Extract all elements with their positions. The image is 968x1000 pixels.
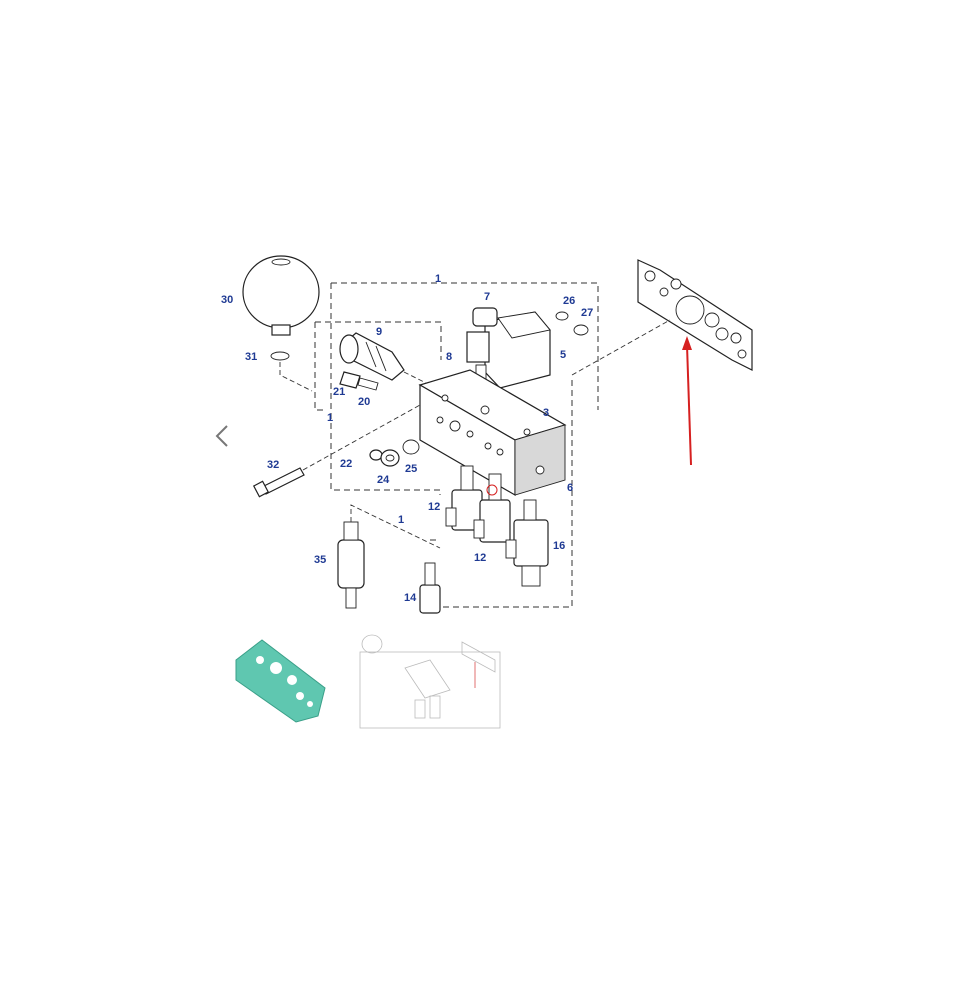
cartridge-valve-9 [339, 332, 431, 391]
callout-7: 7 [484, 291, 490, 303]
callout-6: 6 [567, 482, 573, 494]
callout-24: 24 [377, 474, 390, 486]
sensor-14 [419, 562, 441, 614]
callout-25: 25 [405, 463, 417, 475]
thumbnail-gasket[interactable] [235, 639, 326, 723]
callout-20: 20 [358, 396, 370, 408]
callout-8: 8 [446, 351, 452, 363]
callout-30: 30 [221, 294, 233, 306]
callout-labels: 1 1 1 3 5 6 7 8 9 12 12 14 16 20 21 22 2… [221, 273, 593, 604]
solenoid-valve-12b [473, 473, 511, 543]
callout-1-top: 1 [435, 273, 441, 285]
filter-35 [337, 504, 441, 609]
callout-5: 5 [560, 349, 566, 361]
callout-32: 32 [267, 459, 279, 471]
accumulator-30 [242, 255, 320, 392]
callout-3: 3 [543, 407, 549, 419]
seal-25 [402, 439, 420, 455]
thumbnail-diagram[interactable] [359, 634, 501, 729]
callout-31: 31 [245, 351, 257, 363]
callout-1-bottom: 1 [398, 514, 404, 526]
red-arrow-icon [682, 336, 692, 466]
callout-9: 9 [376, 326, 382, 338]
solenoid-valve-7 [466, 307, 589, 396]
manifold-block [418, 369, 567, 497]
callout-12a: 12 [428, 501, 440, 513]
callout-1-left: 1 [327, 412, 333, 424]
plug-22 [369, 449, 383, 461]
callout-35: 35 [314, 554, 326, 566]
solenoid-valve-16 [505, 499, 549, 587]
plug-24 [380, 449, 400, 467]
callout-16: 16 [553, 540, 565, 552]
callout-22: 22 [340, 458, 352, 470]
chevron-left-icon[interactable] [215, 425, 228, 447]
callout-27: 27 [581, 307, 593, 319]
callout-14: 14 [404, 592, 417, 604]
bolt-32 [252, 404, 421, 498]
callout-21: 21 [333, 386, 345, 398]
callout-26: 26 [563, 295, 575, 307]
gasket-part [571, 259, 753, 376]
callout-12b: 12 [474, 552, 486, 564]
